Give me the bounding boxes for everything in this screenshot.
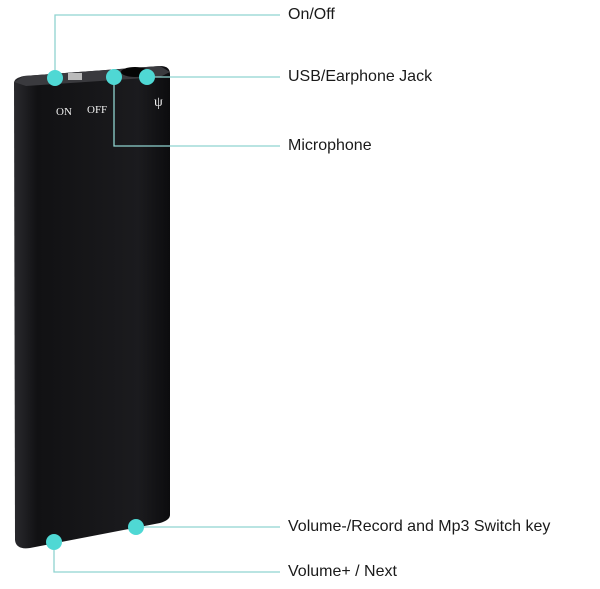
microphone-dot — [106, 69, 122, 85]
label-volume-minus: Volume-/Record and Mp3 Switch key — [288, 518, 551, 535]
callout-dots — [46, 69, 155, 550]
recorder-body — [14, 66, 170, 549]
switch — [68, 73, 82, 80]
usb-jack-dot — [139, 69, 155, 85]
label-microphone: Microphone — [288, 137, 372, 154]
usb-icon: ψ — [154, 95, 163, 110]
label-volume-plus: Volume+ / Next — [288, 563, 397, 580]
on-mark: ON — [56, 106, 72, 118]
label-on-off: On/Off — [288, 6, 335, 23]
callout-lines — [53, 14, 280, 573]
off-mark: OFF — [87, 104, 107, 116]
volume-minus-dot — [128, 519, 144, 535]
label-usb-earphone-jack: USB/Earphone Jack — [288, 68, 433, 85]
volume-plus-dot — [46, 534, 62, 550]
on-off-dot — [47, 70, 63, 86]
